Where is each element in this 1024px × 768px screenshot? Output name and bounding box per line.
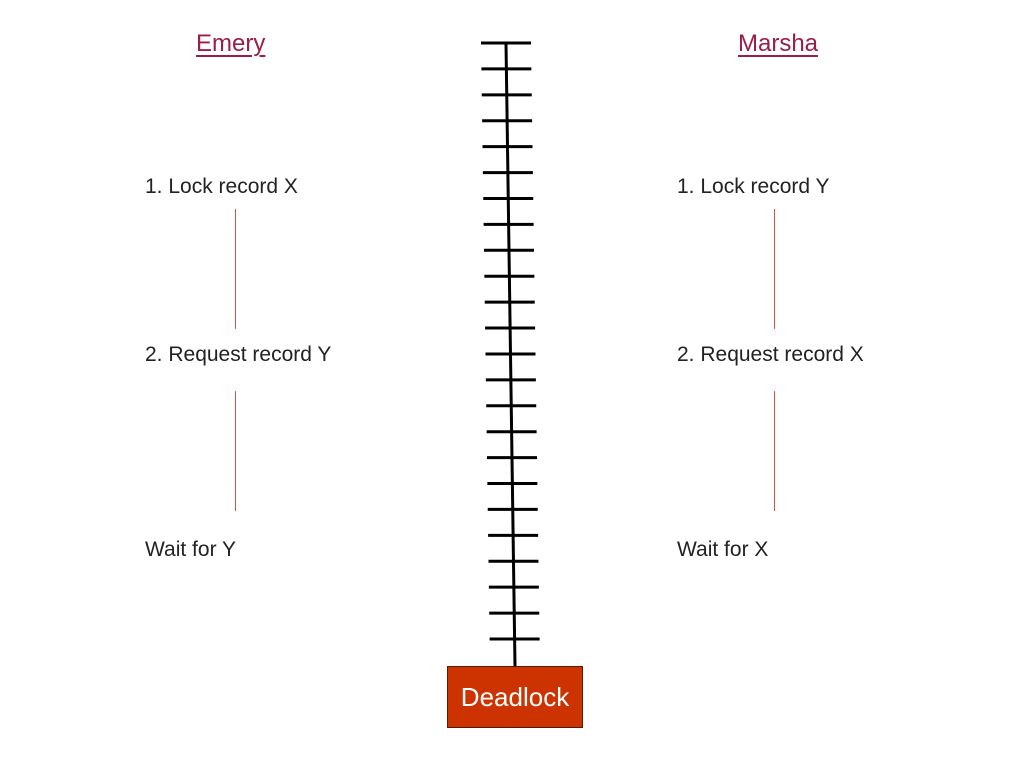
right-step-1: 1. Lock record Y	[677, 175, 830, 198]
left-step-1: 1. Lock record X	[145, 175, 298, 198]
right-connector-1	[774, 209, 775, 329]
deadlock-box: Deadlock	[447, 666, 583, 728]
timeline-ticks	[481, 41, 540, 641]
left-step-3: Wait for Y	[145, 538, 237, 561]
right-step-2: 2. Request record X	[677, 343, 864, 366]
right-connector-2	[774, 391, 775, 511]
left-connector-1	[235, 209, 236, 329]
deadlock-label: Deadlock	[460, 681, 570, 712]
left-process-header: Emery	[196, 30, 266, 57]
right-process-header: Marsha	[738, 30, 819, 57]
left-step-2: 2. Request record Y	[145, 343, 332, 366]
right-step-3: Wait for X	[677, 538, 769, 561]
left-connector-2	[235, 391, 236, 511]
